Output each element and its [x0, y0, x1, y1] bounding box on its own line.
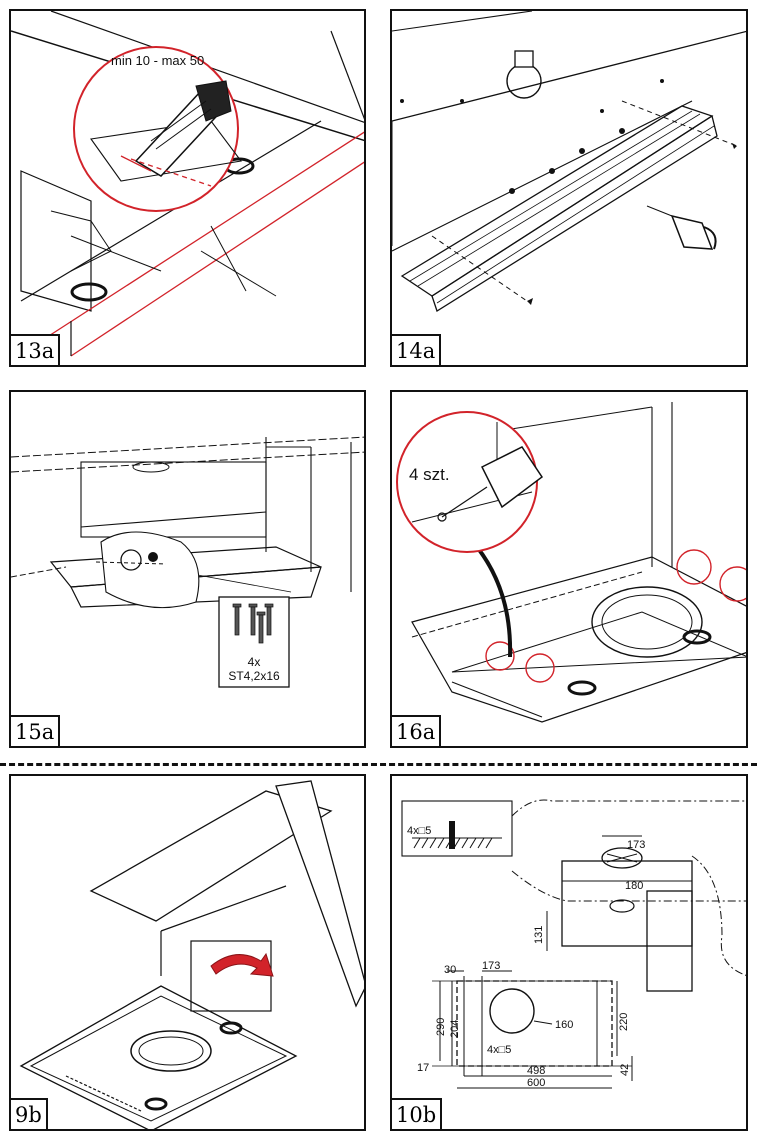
- caliper-range-note: min 10 - max 50: [111, 53, 204, 68]
- dim-131: 131: [533, 926, 545, 944]
- dim-173: 173: [482, 960, 500, 972]
- panel-16a: 4 szt. 16a: [390, 390, 748, 748]
- dim-173-top: 173: [627, 839, 645, 851]
- panel-10b: 4x□5 173 180 131 30 173 29: [390, 774, 748, 1131]
- dim-42: 42: [619, 1064, 631, 1076]
- dim-290: 290: [435, 1018, 447, 1036]
- panel-9b: 9b: [9, 774, 366, 1131]
- dim-17: 17: [417, 1062, 429, 1074]
- panel-14a: 14a: [390, 9, 748, 367]
- step-label-16a: 16a: [392, 715, 442, 746]
- dim-204: 204: [449, 1020, 461, 1038]
- screw-type: ST4,2x16: [228, 669, 280, 683]
- panel-13a: min 10 - max 50 13a: [9, 9, 366, 367]
- step-label-13a: 13a: [11, 334, 61, 365]
- dim-220: 220: [618, 1013, 630, 1031]
- step-label-14a: 14a: [392, 334, 442, 365]
- step-label-15a: 15a: [11, 715, 61, 746]
- section-divider: [0, 763, 757, 766]
- illustration-13a: min 10 - max 50: [11, 11, 364, 357]
- rotate-arrow-icon: [210, 952, 274, 977]
- illustration-9b: [19, 780, 364, 1129]
- illustration-10b: 4x□5 173 180 131 30 173 29: [401, 799, 746, 1089]
- dim-160: 160: [555, 1019, 573, 1031]
- panel-15a: 4x ST4,2x16 15a: [9, 390, 366, 748]
- step-label-9b: 9b: [11, 1098, 48, 1129]
- illustration-16a: 4 szt.: [396, 402, 746, 723]
- illustration-15a: 4x ST4,2x16: [11, 436, 364, 688]
- piece-count-note: 4 szt.: [409, 465, 450, 484]
- dim-600: 600: [527, 1077, 545, 1089]
- screw-spec-top: 4x□5: [407, 825, 431, 837]
- screw-set-icon: [232, 603, 274, 644]
- step-label-10b: 10b: [392, 1098, 443, 1129]
- dim-30: 30: [444, 964, 456, 976]
- illustration-14a: [392, 11, 746, 312]
- screw-count: 4x: [248, 655, 261, 669]
- dim-498: 498: [527, 1065, 545, 1077]
- dim-180: 180: [625, 880, 643, 892]
- screw-spec-bottom: 4x□5: [487, 1044, 511, 1056]
